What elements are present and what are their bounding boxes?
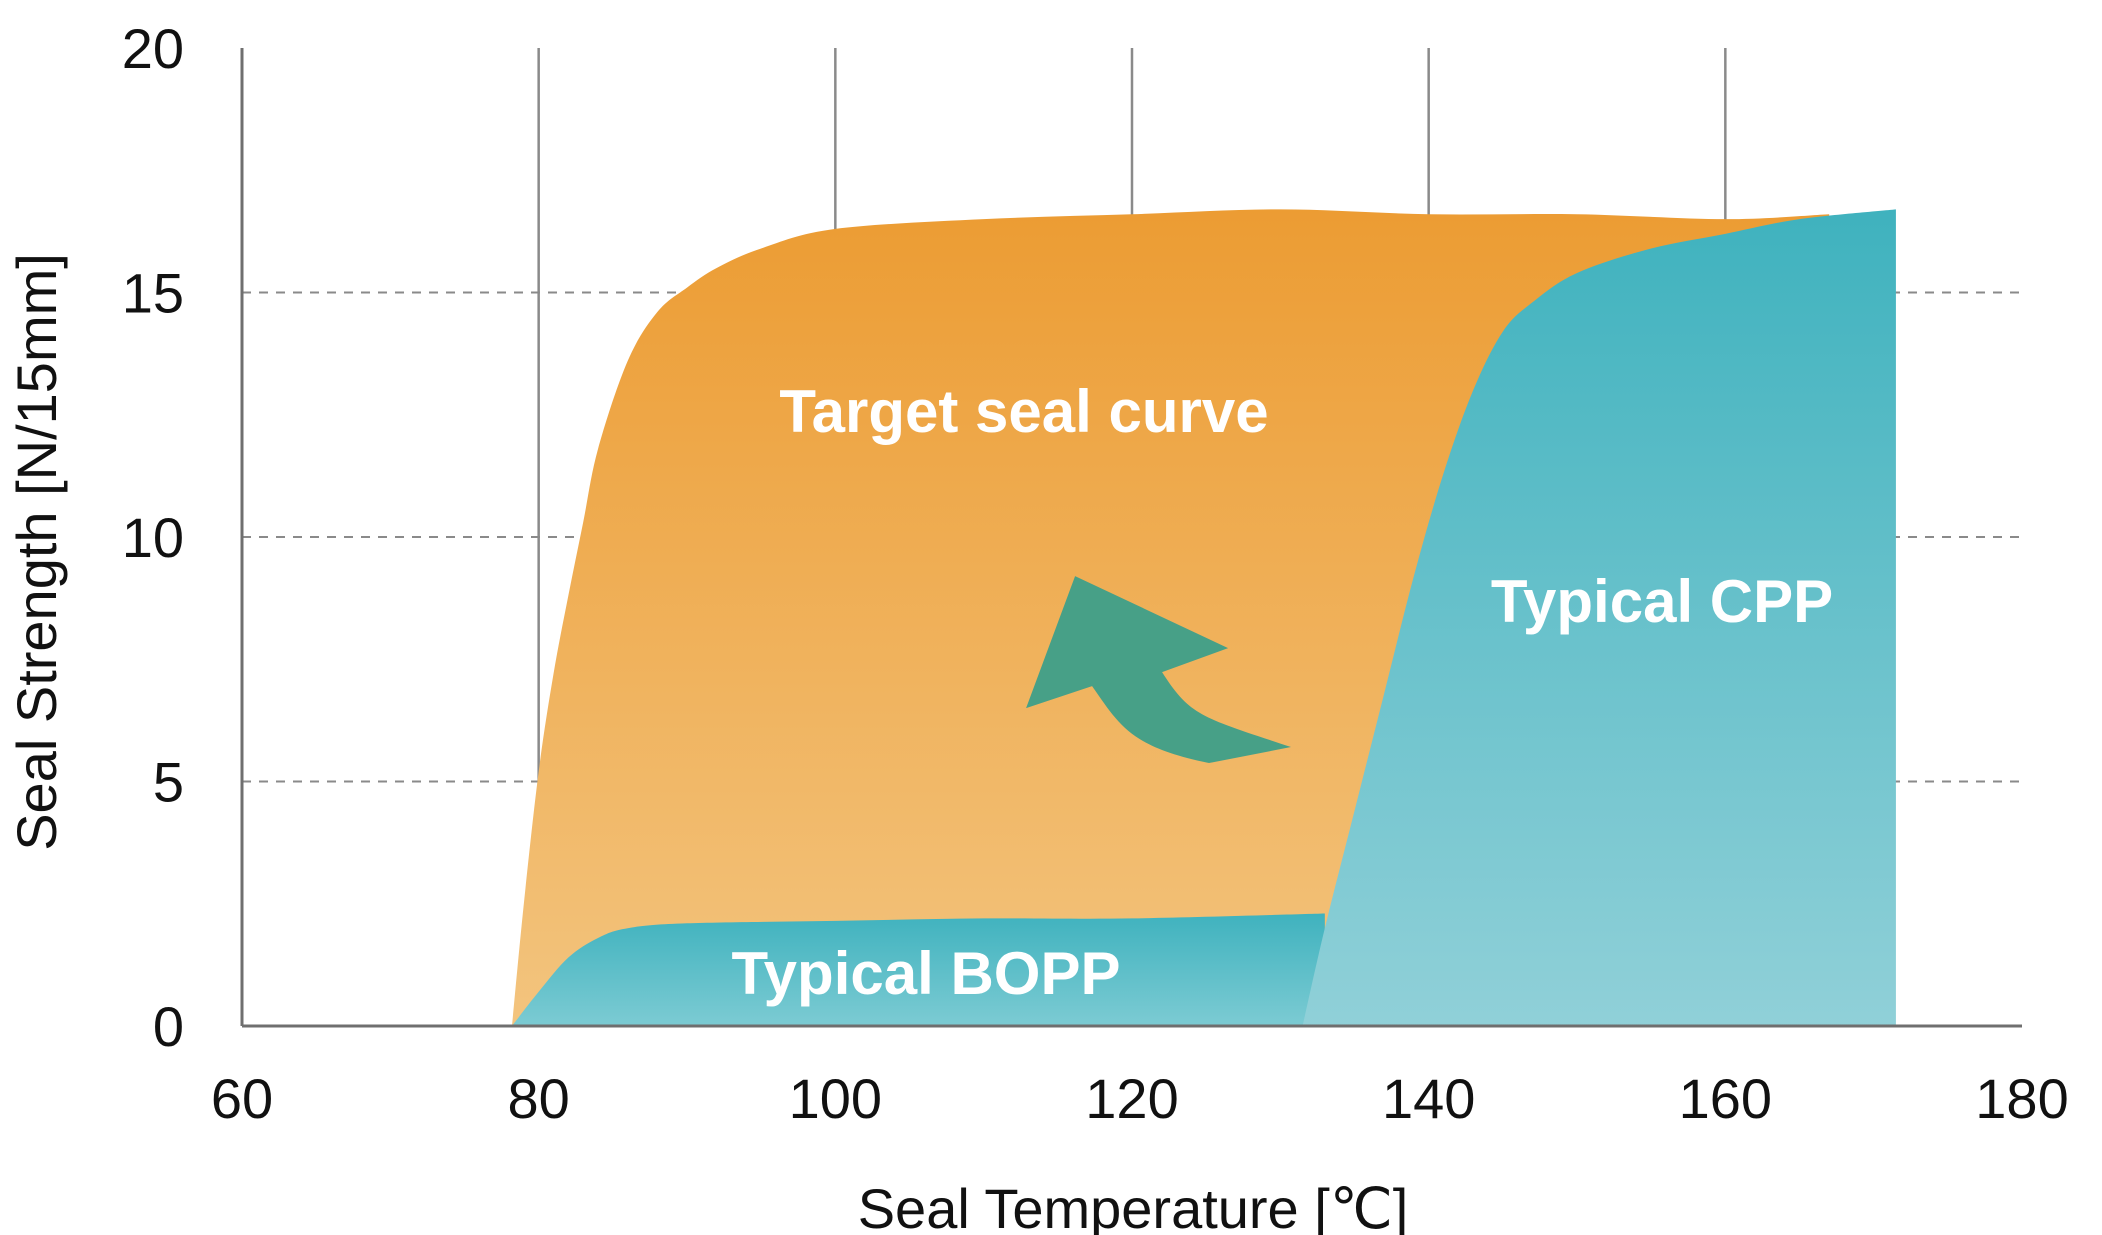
y-tick-label: 15 [122,262,184,325]
area-typical-cpp [1302,209,1896,1026]
x-tick-label: 120 [1085,1067,1178,1130]
area-typical-bopp [511,913,1325,1026]
tick-labels: 60 80 100 120 140 160 180 0 5 10 15 20 [122,17,2069,1130]
x-tick-label: 160 [1679,1067,1772,1130]
y-tick-label: 0 [153,995,184,1058]
y-tick-label: 20 [122,17,184,80]
y-tick-label: 5 [153,751,184,814]
area-labels: Target seal curve Typical CPP Typical BO… [731,378,1833,1007]
x-axis-title: Seal Temperature [℃] [858,1177,1409,1235]
x-tick-label: 60 [211,1067,273,1130]
series-label-cpp: Typical CPP [1491,568,1833,635]
x-tick-label: 100 [789,1067,882,1130]
curved-arrow [1026,576,1291,764]
y-tick-label: 10 [122,506,184,569]
x-tick-label: 80 [508,1067,570,1130]
series-label-target: Target seal curve [779,378,1268,445]
axes [240,48,2022,1028]
plot-areas [511,209,1896,1026]
y-axis-title: Seal Strength [N/15mm] [5,253,68,851]
x-tick-label: 180 [1975,1067,2068,1130]
x-tick-label: 140 [1382,1067,1475,1130]
series-label-bopp: Typical BOPP [731,940,1120,1007]
